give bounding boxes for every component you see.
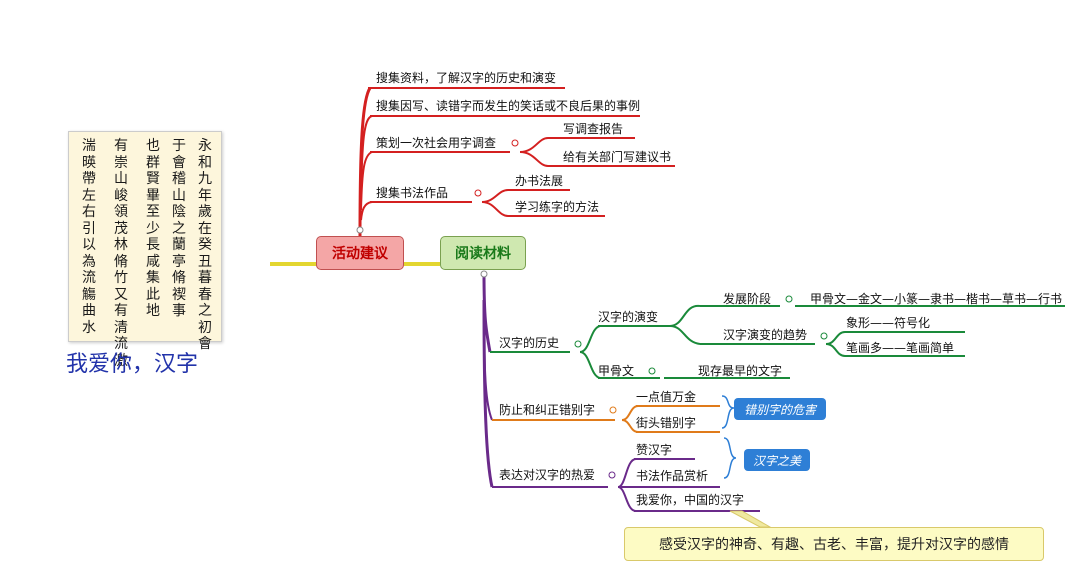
harm-brace bbox=[721, 395, 735, 429]
summary-pointer bbox=[729, 510, 772, 528]
reading-sub-label[interactable]: 书法作品赏析 bbox=[636, 469, 709, 483]
reading-sub-label[interactable]: 我爱你，中国的汉字 bbox=[636, 493, 745, 507]
beauty-callout: 汉字之美 bbox=[744, 449, 810, 471]
calligraphy-column: 有崇山峻領茂林脩竹又有清流激 bbox=[114, 138, 128, 369]
activity-branch-label[interactable]: 搜集资料，了解汉字的历史和演变 bbox=[376, 71, 557, 85]
reading-sub-label[interactable]: 汉字的演变 bbox=[598, 310, 659, 324]
calligraphy-column: 永和九年歲在癸丑暮春之初會 bbox=[198, 138, 212, 352]
activity-sub-label[interactable]: 学习练字的方法 bbox=[515, 200, 600, 214]
activity-sub-label[interactable]: 办书法展 bbox=[515, 174, 564, 188]
reading-detail-label[interactable]: 甲骨文—金文—小篆—隶书—楷书—草书—行书 bbox=[810, 292, 1063, 306]
collapse-dot[interactable] bbox=[511, 139, 519, 147]
calligraphy-column: 也群賢畢至少長咸集此地 bbox=[146, 138, 160, 319]
activity-root-node[interactable]: 活动建议 bbox=[316, 236, 404, 270]
reading-sub-label[interactable]: 甲骨文 bbox=[598, 364, 635, 378]
reading-sub-label[interactable]: 汉字演变的趋势 bbox=[723, 328, 808, 342]
reading-sub-label[interactable]: 赞汉字 bbox=[636, 443, 673, 457]
activity-branches bbox=[358, 87, 675, 237]
history-branches bbox=[490, 304, 1065, 379]
reading-sub-label[interactable]: 发展阶段 bbox=[723, 292, 772, 306]
activity-branch-label[interactable]: 策划一次社会用字调查 bbox=[376, 136, 497, 150]
collapse-dot[interactable] bbox=[356, 226, 364, 234]
calligraphy-column: 湍暎帶左右引以為流觴曲水 bbox=[82, 138, 96, 336]
reading-sub-label[interactable]: 一点值万金 bbox=[636, 390, 697, 404]
collapse-dot[interactable] bbox=[480, 270, 488, 278]
reading-root-node[interactable]: 阅读材料 bbox=[440, 236, 526, 270]
reading-detail-label[interactable]: 象形——符号化 bbox=[846, 316, 931, 330]
harm-callout: 错别字的危害 bbox=[734, 398, 826, 420]
beauty-brace bbox=[723, 437, 737, 479]
reading-branch-label[interactable]: 汉字的历史 bbox=[499, 336, 560, 350]
activity-sub-label[interactable]: 写调查报告 bbox=[563, 122, 624, 136]
activity-branch-label[interactable]: 搜集书法作品 bbox=[376, 186, 449, 200]
calligraphy-column: 于會稽山陰之蘭亭脩禊事 bbox=[172, 138, 186, 319]
calligraphy-image: 永和九年歲在癸丑暮春之初會 于會稽山陰之蘭亭脩禊事 也群賢畢至少長咸集此地 有崇… bbox=[68, 131, 222, 369]
prevent-branches bbox=[492, 405, 720, 433]
reading-branch-label[interactable]: 表达对汉字的热爱 bbox=[499, 468, 596, 482]
activity-branch-label[interactable]: 搜集因写、读错字而发生的笑话或不良后果的事例 bbox=[376, 99, 641, 113]
reading-branch-label[interactable]: 防止和纠正错别字 bbox=[499, 403, 596, 417]
reading-detail-label[interactable]: 笔画多——笔画简单 bbox=[846, 341, 955, 355]
reading-sub-label[interactable]: 街头错别字 bbox=[636, 416, 697, 430]
collapse-dot[interactable] bbox=[474, 189, 482, 197]
caption-title: 我爱你，汉字 bbox=[66, 352, 199, 377]
summary-box: 感受汉字的神奇、有趣、古老、丰富，提升对汉字的感情 bbox=[624, 527, 1044, 561]
reading-detail-label[interactable]: 现存最早的文字 bbox=[698, 364, 783, 378]
activity-sub-label[interactable]: 给有关部门写建议书 bbox=[563, 150, 672, 164]
